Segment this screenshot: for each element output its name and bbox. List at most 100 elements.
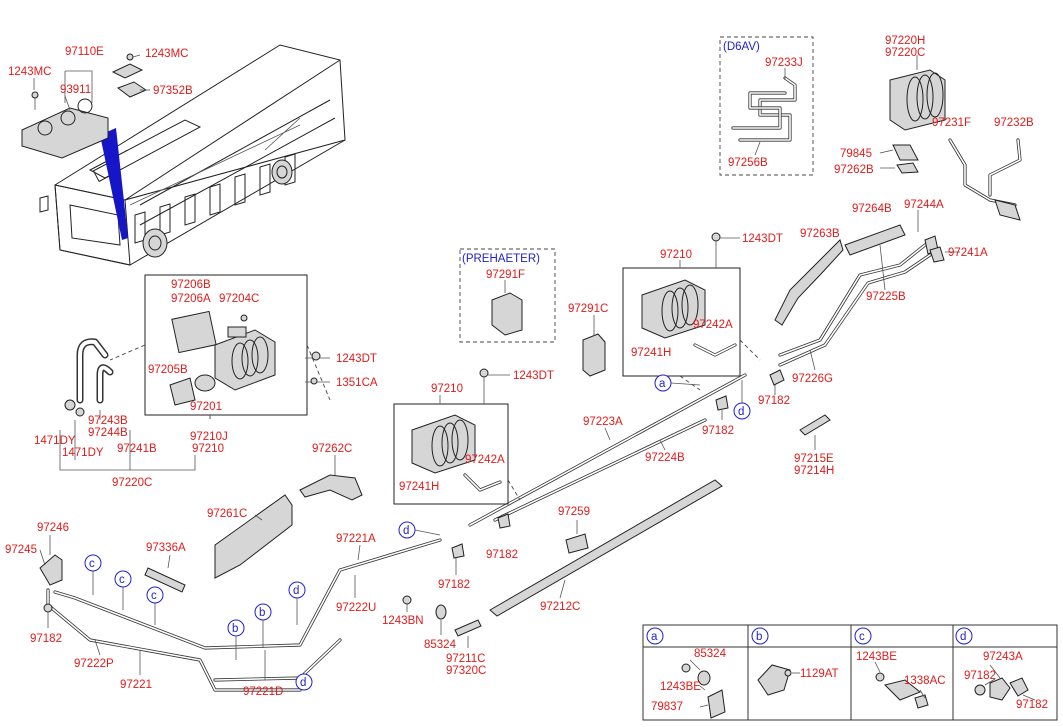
label-79845: 79845 bbox=[840, 148, 872, 160]
label-97210-c: 97210 bbox=[431, 383, 463, 395]
label-97205B: 97205B bbox=[148, 364, 188, 376]
label-97221D: 97221D bbox=[243, 686, 283, 698]
label-97241B: 97241B bbox=[117, 443, 157, 455]
label-97215E: 97215E bbox=[794, 453, 834, 465]
label-97242A-b: 97242A bbox=[465, 454, 505, 466]
label-97336A: 97336A bbox=[146, 542, 186, 554]
part-97246 bbox=[39, 554, 63, 586]
legend-a-key: a bbox=[651, 631, 658, 643]
legend-d-part-2: 97182 bbox=[964, 670, 996, 682]
preheater-box bbox=[459, 248, 556, 343]
label-1243DT-b: 1243DT bbox=[742, 233, 783, 245]
label-1243DT-a: 1243DT bbox=[336, 353, 377, 365]
label-97291F: 97291F bbox=[486, 269, 525, 281]
label-97182-d: 97182 bbox=[30, 633, 62, 645]
label-97211C: 97211C bbox=[446, 653, 485, 665]
label-97262B: 97262B bbox=[834, 164, 874, 176]
label-97221: 97221 bbox=[120, 679, 152, 691]
label-97243B: 97243B bbox=[88, 415, 128, 427]
label-97220C-a: 97220C bbox=[112, 477, 152, 489]
legend-c-circle bbox=[854, 627, 872, 645]
label-97182-c: 97182 bbox=[486, 549, 518, 561]
callout-b-label-1: b bbox=[232, 623, 238, 635]
part-97336A bbox=[144, 567, 186, 593]
legend-a-part-3: 79837 bbox=[651, 701, 683, 713]
label-1243BN: 1243BN bbox=[382, 615, 424, 627]
label-97241H-b: 97241H bbox=[399, 481, 439, 493]
label-97182-a: 97182 bbox=[758, 395, 790, 407]
label-1471DY-b: 1471DY bbox=[62, 447, 104, 459]
bracket-97262C bbox=[299, 474, 363, 501]
callout-d-label-4: d bbox=[403, 525, 409, 537]
label-97182-e: 97182 bbox=[438, 579, 470, 591]
label-97220H: 97220H bbox=[885, 35, 925, 47]
label-97222P: 97222P bbox=[74, 658, 114, 670]
label-d6av: (D6AV) bbox=[723, 41, 760, 53]
label-97245: 97245 bbox=[5, 544, 37, 556]
label-97210-b: 97210 bbox=[660, 249, 692, 261]
label-preheater: (PREHAETER) bbox=[462, 253, 540, 265]
label-97212C: 97212C bbox=[540, 601, 580, 613]
label-97221A: 97221A bbox=[336, 533, 376, 545]
label-1351CA: 1351CA bbox=[336, 377, 378, 389]
d6av-box bbox=[719, 36, 814, 176]
callout-d-circle-3 bbox=[295, 673, 313, 691]
callout-c-label-2: c bbox=[119, 574, 125, 586]
legend-c-part-1: 1243BE bbox=[856, 651, 897, 663]
label-97291C: 97291C bbox=[568, 303, 608, 315]
callout-d-label-2: d bbox=[293, 585, 299, 597]
label-97204C: 97204C bbox=[219, 293, 259, 305]
callout-c-label-1: c bbox=[89, 558, 95, 570]
bracket-97261C bbox=[214, 494, 293, 579]
label-1243MC-right: 1243MC bbox=[145, 48, 188, 60]
label-97201: 97201 bbox=[190, 401, 222, 413]
legend-d-circle bbox=[955, 627, 973, 645]
label-97246: 97246 bbox=[37, 522, 69, 534]
label-97222U: 97222U bbox=[336, 602, 376, 614]
label-97241H-a: 97241H bbox=[631, 347, 671, 359]
bracket-97264B bbox=[844, 224, 906, 256]
label-97214H: 97214H bbox=[794, 465, 834, 477]
label-97233J: 97233J bbox=[765, 57, 803, 69]
legend-b-circle bbox=[751, 627, 769, 645]
legend-a-circle bbox=[646, 627, 664, 645]
legend-d-part-1: 97243A bbox=[983, 651, 1023, 663]
label-97241A: 97241A bbox=[948, 247, 988, 259]
label-97261C: 97261C bbox=[207, 508, 247, 520]
label-1471DY-a: 1471DY bbox=[34, 435, 76, 447]
label-97223A: 97223A bbox=[583, 416, 623, 428]
legend-a-part-2: 1243BE bbox=[660, 681, 701, 693]
label-97263B: 97263B bbox=[800, 228, 840, 240]
callout-d-label-3: d bbox=[300, 677, 306, 689]
heater-box-center bbox=[393, 368, 521, 505]
pointer-wedge bbox=[100, 128, 128, 240]
callout-c-label-3: c bbox=[151, 590, 157, 602]
callout-d-label-1: d bbox=[738, 406, 744, 418]
heater-top-right bbox=[879, 55, 946, 174]
bus-illustration bbox=[39, 44, 346, 266]
roof-unit bbox=[21, 53, 148, 159]
bar-97212C bbox=[489, 479, 723, 617]
label-85324: 85324 bbox=[424, 639, 457, 651]
label-93911: 93911 bbox=[60, 84, 91, 96]
legend-c-part-2: 1338AC bbox=[904, 675, 946, 687]
legend-b-key: b bbox=[756, 631, 762, 643]
label-97206A: 97206A bbox=[171, 293, 211, 305]
label-97225B: 97225B bbox=[866, 291, 906, 303]
legend-c-key: c bbox=[859, 631, 865, 643]
label-97231F: 97231F bbox=[932, 117, 971, 129]
callout-a-label: a bbox=[659, 378, 666, 390]
label-97182-b: 97182 bbox=[702, 425, 734, 437]
label-97206B: 97206B bbox=[171, 279, 211, 291]
label-97259: 97259 bbox=[558, 506, 590, 518]
label-97320C: 97320C bbox=[446, 665, 486, 677]
legend-a-part-1: 85324 bbox=[694, 648, 727, 660]
label-97244B: 97244B bbox=[88, 427, 128, 439]
legend-b-part-1: 1129AT bbox=[800, 668, 839, 680]
label-97224B: 97224B bbox=[645, 452, 685, 464]
heater-box-middle bbox=[622, 232, 761, 391]
label-97242A-a: 97242A bbox=[693, 319, 733, 331]
label-97226G: 97226G bbox=[792, 373, 833, 385]
legend-d-key: d bbox=[960, 631, 966, 643]
